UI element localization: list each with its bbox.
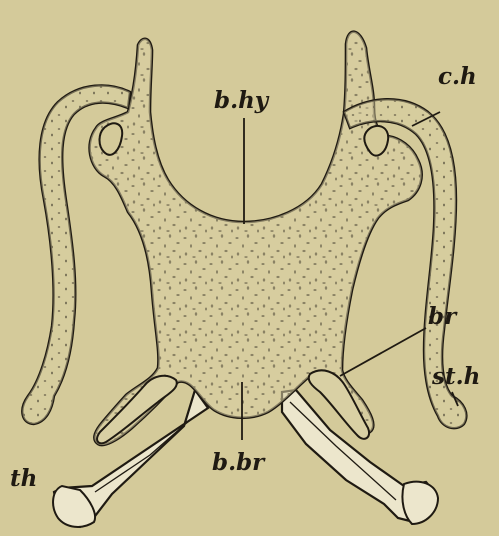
label-br: br — [428, 303, 458, 330]
label-b-br: b.br — [212, 449, 266, 476]
label-b-hy: b.hy — [214, 87, 270, 114]
label-th: th — [10, 465, 37, 492]
label-c-h: c.h — [438, 63, 477, 90]
label-st-h: st.h — [431, 363, 480, 390]
